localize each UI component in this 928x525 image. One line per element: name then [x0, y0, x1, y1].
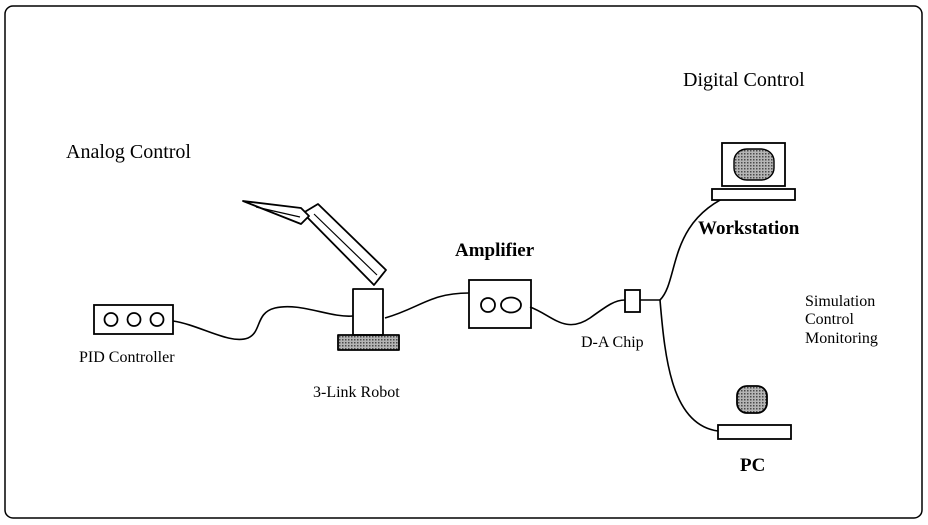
amplifier-dial [500, 296, 522, 314]
cable-hub-to-workstation [659, 192, 736, 301]
pc-label: PC [740, 455, 766, 476]
diagram-frame [4, 5, 923, 519]
pid-controller [93, 304, 174, 335]
cable-pid-to-robot [172, 305, 354, 341]
amplifier [468, 279, 532, 329]
pid-knob-1 [103, 312, 119, 327]
workstation [711, 142, 796, 201]
digital-control-label: Digital Control [683, 69, 805, 91]
pid-knob-3 [149, 312, 165, 327]
robot-upper-arm-inner [313, 213, 378, 276]
da-chip [624, 289, 641, 313]
robot-gripper [242, 200, 310, 225]
robot-gripper-inner [255, 206, 301, 218]
pc [717, 385, 792, 440]
cable-amplifier-to-da [529, 299, 626, 326]
amplifier-knob [480, 297, 496, 313]
pc-keyboard [717, 424, 792, 440]
amplifier-box [468, 279, 532, 329]
pid-knob-2 [126, 312, 142, 327]
cables [172, 192, 736, 432]
robot-base [337, 334, 400, 351]
robot [242, 200, 400, 351]
robot-body [352, 288, 384, 336]
analog-control-label: Analog Control [66, 141, 191, 163]
workstation-label: Workstation [698, 218, 800, 239]
da-chip-label: D-A Chip [581, 334, 644, 351]
workstation-screen [733, 148, 775, 181]
robot-label: 3-Link Robot [313, 384, 400, 401]
pid-controller-box [93, 304, 174, 335]
pc-screen [736, 385, 768, 414]
cable-hub-to-pc [659, 299, 719, 432]
simulation-block: Simulation Control Monitoring [805, 293, 878, 348]
pid-controller-label: PID Controller [79, 349, 175, 366]
monitoring-line: Monitoring [805, 329, 878, 347]
cable-robot-to-amplifier [384, 292, 470, 319]
workstation-keyboard [711, 188, 796, 201]
control-line: Control [805, 311, 854, 329]
amplifier-label: Amplifier [455, 240, 535, 261]
simulation-line: Simulation [805, 293, 876, 310]
